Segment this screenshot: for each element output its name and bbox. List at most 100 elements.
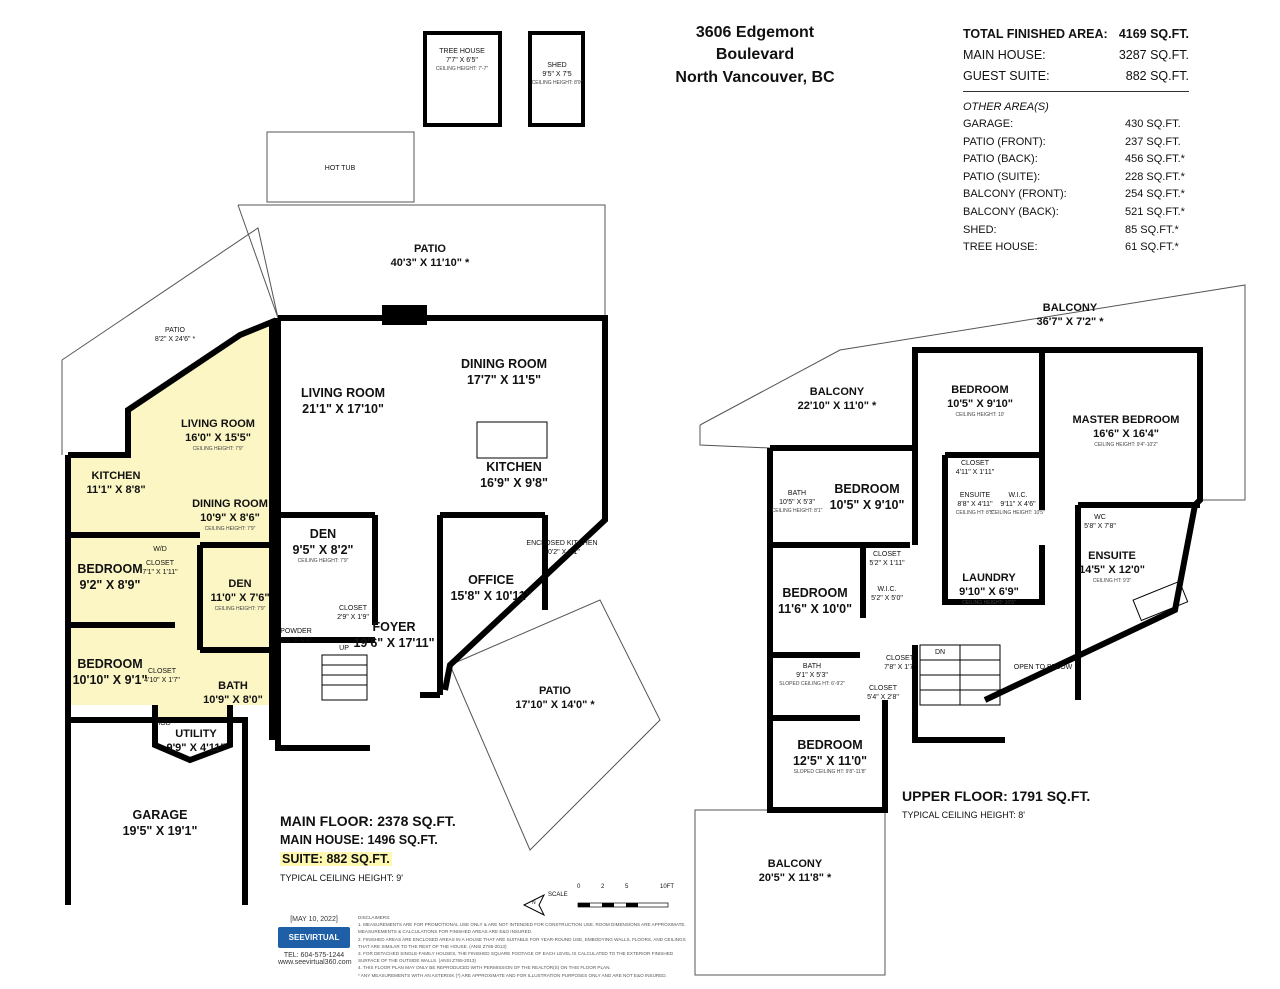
- room-dimensions: 10'5" X 9'10": [829, 497, 905, 512]
- patio-edge: [237, 204, 279, 319]
- room-dimensions: 4'11" X 1'11": [955, 468, 995, 476]
- room-dimensions: 19'5" X 19'1": [122, 823, 198, 838]
- main-stairs: [321, 654, 368, 701]
- room-ceiling-height: CEILING HEIGHT: 10': [955, 411, 1005, 418]
- room-name: CLOSET: [338, 605, 367, 612]
- area-label: GARAGE:: [963, 118, 1014, 130]
- room-name: HOD: [155, 720, 171, 727]
- other-area-row: PATIO (SUITE):228 SQ.FT.*: [963, 169, 1189, 187]
- other-area-row: BALCONY (FRONT):254 SQ.FT.*: [963, 186, 1189, 204]
- other-area-row: PATIO (FRONT):237 SQ.FT.: [963, 134, 1189, 152]
- front-patio-outline: [449, 599, 661, 851]
- room-name: DEN: [228, 578, 252, 590]
- area-value: 521 SQ.FT.*: [1125, 205, 1185, 218]
- room-name: BEDROOM: [782, 586, 848, 600]
- north-label: N: [532, 900, 536, 906]
- disclaimer-line: DISCLAIMERS:: [358, 915, 391, 920]
- room-name: DINING ROOM: [460, 357, 548, 371]
- kitchen-island: [476, 421, 548, 459]
- room-dimensions: 14'5" X 12'0": [1079, 563, 1145, 576]
- room-name: CLOSET: [147, 668, 177, 675]
- fireplace: [382, 305, 427, 325]
- guest-suite-row: GUEST SUITE:882 SQ.FT.: [963, 66, 1189, 87]
- area-summary: TOTAL FINISHED AREA:4169 SQ.FT. MAIN HOU…: [963, 24, 1189, 257]
- balcony-back-outline: [699, 284, 1246, 501]
- room-name: FOYER: [372, 620, 416, 634]
- room-dimensions: 10'5" X 9'10": [947, 397, 1013, 410]
- disclaimer-line: 2. FINISHED AREAS ARE ENCLOSED AREAS IN …: [358, 936, 686, 949]
- room-dimensions: 5'2" X 5'0": [871, 594, 903, 602]
- balcony-front-outline: [694, 809, 886, 976]
- room-dimensions: 36'7" X 7'2" *: [1036, 315, 1104, 328]
- upper-floor-title: UPPER FLOOR: 1791 SQ.FT.: [902, 788, 1091, 804]
- walls: [65, 315, 1203, 905]
- room-ceiling-height: CEILING HEIGHT: 7'9": [204, 525, 256, 532]
- main-house-area: MAIN HOUSE: 1496 SQ.FT.: [280, 833, 438, 847]
- room-ceiling-height: CEILING HEIGHT: 7'9": [297, 558, 349, 565]
- room-name: ENSUITE: [1088, 550, 1136, 562]
- area-value: 61 SQ.FT.*: [1125, 241, 1179, 254]
- room-dimensions: 17'7" X 11'5": [466, 372, 542, 387]
- room-dimensions: 5'2" X 1'11": [869, 559, 905, 567]
- room-dimensions: 22'10" X 11'0" *: [797, 399, 877, 412]
- room-ceiling-height: CEILING HEIGHT: 8'1": [771, 507, 823, 514]
- company-website[interactable]: www.seevirtual360.com: [278, 959, 352, 966]
- room-ceiling-height: SLOPED CEILING HT: 9'8"-11'8": [793, 769, 867, 776]
- total-area-row: TOTAL FINISHED AREA:4169 SQ.FT.: [963, 24, 1189, 45]
- room-name: UTILITY: [175, 728, 217, 740]
- room-dimensions: 9'10" X 6'9": [959, 585, 1019, 598]
- room-ceiling-height: CEILING HEIGHT: 8'9": [531, 79, 583, 86]
- room-name: BEDROOM: [951, 384, 1009, 396]
- area-value: 85 SQ.FT.*: [1125, 223, 1179, 236]
- room-ceiling-height: CEILING HEIGHT: 7'-7": [435, 65, 489, 72]
- room-name: MASTER BEDROOM: [1072, 414, 1180, 426]
- area-label: BALCONY (BACK):: [963, 205, 1059, 218]
- room-dimensions: 5'8" X 7'8": [1084, 522, 1116, 530]
- room-name: TREE HOUSE: [439, 48, 485, 55]
- room-dimensions: 7'8" X 1'7": [884, 663, 916, 671]
- room-dimensions: 9'9" X 4'11": [166, 741, 226, 754]
- room-ceiling-height: CEILING HEIGHT: 10'5": [991, 509, 1045, 516]
- room-name: WC: [1094, 514, 1106, 521]
- room-name: KITCHEN: [486, 460, 542, 474]
- room-dimensions: 10'10" X 9'1": [72, 672, 148, 687]
- disclaimer-line: 4. THIS FLOOR PLAN MAY ONLY BE REPRODUCE…: [358, 965, 611, 971]
- main-house-row: MAIN HOUSE:3287 SQ.FT.: [963, 45, 1189, 66]
- room-dimensions: 16'9" X 9'8": [480, 475, 548, 490]
- room-dimensions: 17'10" X 14'0" *: [515, 698, 595, 711]
- room-name: BEDROOM: [834, 482, 900, 496]
- other-area-row: GARAGE: 430 SQ.FT.: [963, 116, 1189, 134]
- area-value: 430 SQ.FT.: [1125, 118, 1181, 130]
- room-name: ENSUITE: [959, 492, 991, 499]
- room-dimensions: 5'4" X 2'8": [867, 693, 899, 701]
- other-areas-list: GARAGE: 430 SQ.FT. PATIO (FRONT):237 SQ.FT…: [963, 116, 1189, 257]
- area-label: TREE HOUSE:: [963, 241, 1038, 254]
- main-floor-summary: MAIN FLOOR: 2378 SQ.FT. MAIN HOUSE: 1496…: [280, 812, 456, 888]
- room-dimensions: 10'9" X 8'0": [203, 693, 263, 706]
- main-floor-title: MAIN FLOOR: 2378 SQ.FT.: [280, 813, 456, 829]
- room-name: LAUNDRY: [962, 572, 1016, 584]
- ensuite-tub: [1132, 580, 1189, 622]
